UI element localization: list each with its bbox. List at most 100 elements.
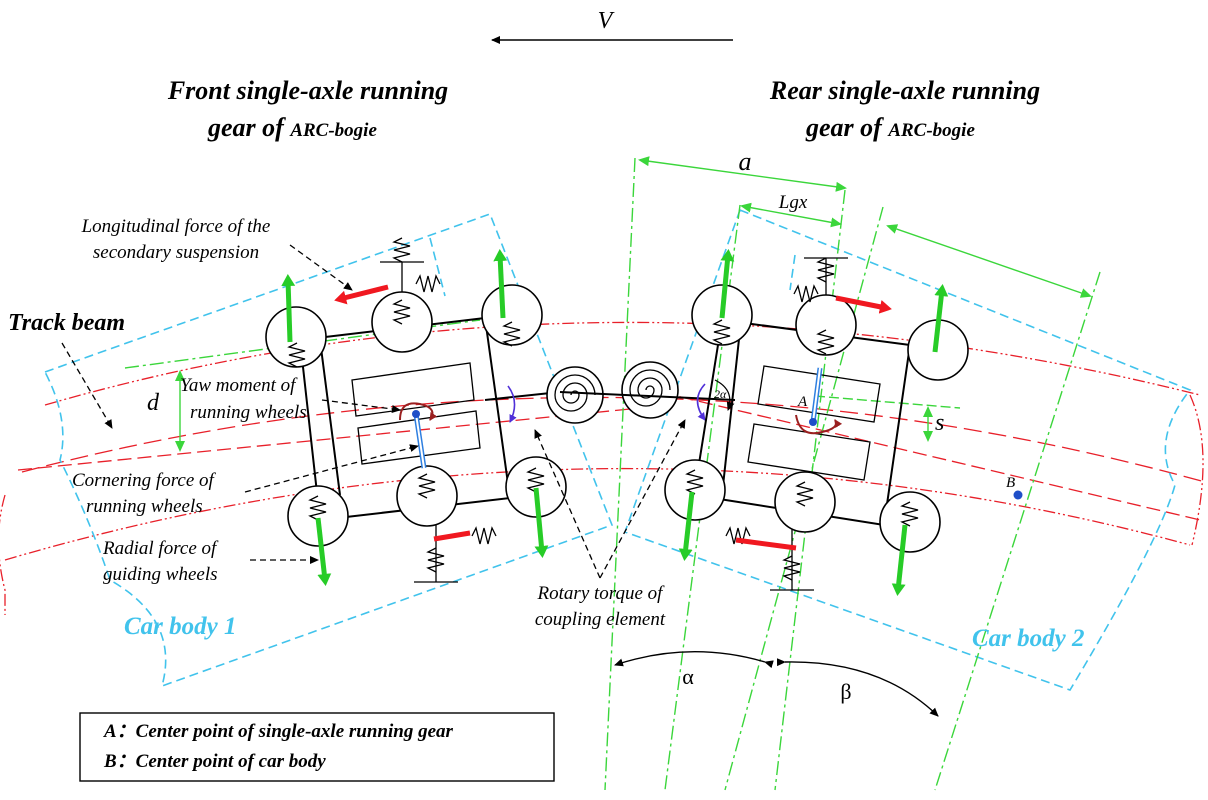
coupling-element: 2α	[507, 361, 736, 424]
legend-box	[79, 712, 555, 782]
spring	[795, 481, 814, 507]
spring	[816, 329, 835, 355]
rear-guide-wheel-4	[664, 459, 726, 521]
front-title: Front single-axle running gear of ARC-bo…	[167, 76, 448, 142]
annotation-yaw-line2: running wheels	[190, 402, 307, 423]
spring	[725, 526, 751, 545]
point-b-label: B	[1006, 475, 1015, 491]
rear-axis-line	[659, 391, 1201, 521]
dimension-a-label: a	[739, 147, 752, 176]
angle-markers: α β	[614, 651, 939, 717]
dimension-d-label: d	[147, 390, 160, 416]
coupling-reference-line	[604, 157, 636, 791]
annotation-rotary-line1: Rotary torque of	[537, 583, 666, 604]
rear-guide-wheel-2	[795, 294, 857, 356]
spring	[526, 467, 545, 493]
front-title-gear: gear of	[207, 113, 286, 142]
annotation-longitudinal: Longitudinal force of the secondary susp…	[81, 216, 353, 291]
legend-item-a: A：Center point of single-axle running ge…	[103, 721, 454, 742]
rear-title: Rear single-axle running gear of ARC-bog…	[769, 76, 1040, 142]
front-guide-wheel-2	[371, 291, 433, 353]
annotation-cornering-line1: Cornering force of	[72, 470, 217, 491]
legend: A：Center point of single-axle running ge…	[79, 712, 555, 782]
annotation-rotary: Rotary torque of coupling element	[534, 419, 686, 630]
front-longitudinal-force-bar	[433, 530, 471, 542]
angle-beta-label: β	[840, 679, 851, 704]
spring	[471, 526, 497, 545]
front-title-line2: gear of ARC-bogie	[207, 113, 377, 142]
rotary-torque-arrow	[696, 383, 706, 421]
velocity-label: V	[598, 8, 615, 34]
annotation-longitudinal-line2: secondary suspension	[93, 242, 259, 263]
spring	[782, 555, 801, 581]
rear-radial-force-arrow	[719, 249, 735, 319]
rear-running-gear: A	[664, 249, 969, 596]
track-beam	[0, 321, 1206, 615]
angle-beta-arc	[776, 658, 939, 717]
front-yaw-moment	[399, 402, 438, 421]
rear-title-line1: Rear single-axle running	[769, 76, 1040, 105]
spring	[415, 274, 441, 293]
dimension-a	[638, 156, 847, 192]
rear-longitudinal-force-bar	[735, 537, 797, 551]
annotation-yaw-line1: Yaw moment of	[180, 375, 298, 396]
rear-radial-force-arrow	[891, 524, 908, 596]
rear-guide-wheel-5	[774, 471, 836, 533]
rear-guide-wheel-6	[879, 491, 941, 553]
rear-title-line2: gear of ARC-bogie	[805, 113, 975, 142]
spring	[417, 473, 436, 499]
track-beam-inner-edge	[4, 467, 1191, 561]
spring	[685, 469, 704, 495]
car-body-1-outline	[43, 212, 614, 688]
front-gear-center-dot	[412, 410, 420, 418]
track-beam-end-left	[0, 494, 6, 615]
spring	[426, 547, 445, 573]
angle-alpha-label: α	[682, 664, 694, 689]
rotary-torque-arrow	[507, 385, 517, 423]
spring	[502, 321, 521, 347]
offset-reference-line	[814, 395, 961, 409]
spring	[287, 342, 306, 368]
annotation-radial-line2: guiding wheels	[103, 564, 218, 585]
dimension-lgx	[740, 202, 842, 228]
front-guide-wheel-4	[287, 485, 349, 547]
rear-gear-side-member	[721, 329, 741, 496]
front-title-suffix: ARC-bogie	[289, 120, 377, 141]
spring	[308, 495, 327, 521]
angle-2a-arc	[714, 379, 735, 411]
car-body-2-outline	[623, 208, 1192, 691]
rear-radial-force-arrow	[932, 284, 949, 353]
rear-radial-force-arrow	[678, 491, 695, 561]
annotation-yaw: Yaw moment of running wheels	[180, 375, 401, 423]
track-beam-end-right	[1189, 394, 1204, 546]
car-body-center-point-b	[1013, 490, 1023, 500]
front-guide-wheel-3	[481, 284, 543, 346]
front-guide-wheel-6	[505, 456, 567, 518]
angle-alpha-arc	[614, 651, 774, 669]
rear-running-wheel-lower	[747, 423, 871, 481]
point-a-label: A	[797, 394, 808, 410]
front-guide-wheel-5	[396, 465, 458, 527]
front-radial-force-arrow	[533, 487, 549, 558]
rear-running-wheel-upper	[757, 365, 881, 423]
annotation-radial: Radial force of guiding wheels	[102, 538, 319, 585]
car-body-1-label: Car body 1	[124, 613, 237, 640]
rear-longitudinal-force-arrow	[835, 295, 892, 314]
track-beam-leader	[61, 342, 113, 429]
dimension-lgx-label: Lgx	[778, 192, 808, 213]
front-gear-side-member	[319, 339, 341, 496]
spring	[816, 257, 835, 283]
front-running-gear	[265, 237, 567, 586]
legend-item-b: B：Center point of car body	[103, 751, 326, 772]
annotation-longitudinal-line1: Longitudinal force of the	[81, 216, 271, 237]
spring	[900, 501, 919, 527]
rear-yaw-moment	[795, 414, 843, 435]
annotation-cornering-line2: running wheels	[86, 496, 203, 517]
track-beam-label: Track beam	[8, 310, 125, 336]
track-beam-centerline	[21, 396, 1206, 483]
front-radial-force-arrow	[281, 274, 296, 343]
annotation-cornering: Cornering force of running wheels	[72, 444, 419, 517]
dimension-s-label: s	[935, 410, 944, 436]
